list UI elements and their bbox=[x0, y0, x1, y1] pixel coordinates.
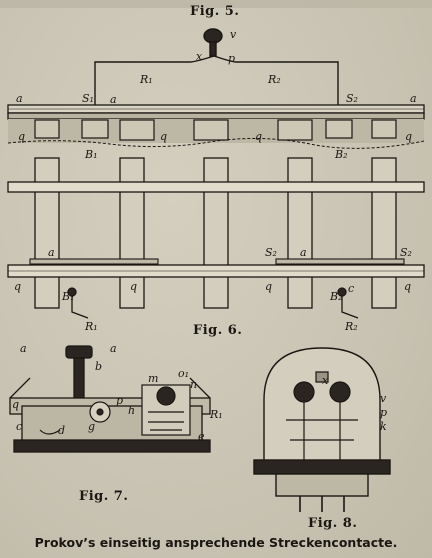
fig8-label-k: k bbox=[380, 420, 387, 433]
fig7-label-c: c bbox=[16, 420, 22, 433]
fig6-label-q-left: q bbox=[14, 280, 21, 293]
fig5-label-s2: S₂ bbox=[346, 92, 358, 105]
fig5-label-b1: B₁ bbox=[84, 148, 98, 161]
fig6-label-q-mid1: q bbox=[130, 280, 137, 293]
fig8-label-x: x bbox=[322, 374, 329, 387]
fig5-label-a-right: a bbox=[410, 92, 417, 105]
fig6-label-q-mid2: q bbox=[265, 280, 272, 293]
fig7-label-q: q bbox=[12, 398, 19, 411]
fig5-label-q-right: q bbox=[405, 130, 412, 143]
fig7-label-h: h bbox=[128, 404, 135, 417]
fig8-label-p: p bbox=[380, 406, 387, 419]
fig8-title: Fig. 8. bbox=[308, 516, 358, 531]
fig7-label-g: g bbox=[88, 420, 95, 433]
fig7-title: Fig. 7. bbox=[79, 489, 129, 504]
bleed-through-top bbox=[0, 0, 432, 8]
fig6-label-s2-right: S₂ bbox=[400, 246, 412, 259]
fig6-label-q-right: q bbox=[404, 280, 411, 293]
fig5-contact-box bbox=[94, 28, 339, 108]
fig5-label-p: p bbox=[228, 52, 235, 65]
fig6-label-a-right: a bbox=[300, 246, 307, 259]
fig5-label-q-mid2: q bbox=[255, 130, 262, 143]
fig6-label-r1: R₁ bbox=[84, 320, 98, 333]
fig7-label-n: n bbox=[190, 378, 197, 391]
fig7-mechanism bbox=[39, 384, 191, 436]
fig7-label-p: p bbox=[116, 394, 123, 407]
fig5-label-a-mid: a bbox=[110, 93, 117, 106]
fig6-label-s2-left: S₂ bbox=[265, 246, 277, 259]
fig7-label-m: m bbox=[148, 372, 158, 385]
fig7-label-e: e bbox=[198, 430, 205, 443]
fig5-label-x: x bbox=[196, 50, 203, 63]
fig7-label-d: d bbox=[58, 424, 65, 437]
fig5-label-v: v bbox=[230, 28, 237, 41]
fig8-contacts bbox=[286, 371, 358, 460]
fig7-label-o1: o₁ bbox=[178, 367, 189, 380]
fig8-label-v: v bbox=[380, 392, 387, 405]
fig5-label-q-left: q bbox=[18, 130, 25, 143]
fig6-label-a-left: a bbox=[48, 246, 55, 259]
fig6-label-r2: R₂ bbox=[344, 320, 358, 333]
fig7-label-r1: R₁ bbox=[209, 408, 223, 421]
fig5-label-r1: R₁ bbox=[139, 73, 153, 86]
fig7-label-a-right: a bbox=[110, 342, 117, 355]
fig5-title: Fig. 5. bbox=[190, 4, 240, 19]
fig7-label-b: b bbox=[95, 360, 102, 373]
fig5-label-q-mid1: q bbox=[160, 130, 167, 143]
fig5-upper-rail bbox=[7, 104, 425, 120]
fig5-label-a-left: a bbox=[16, 92, 23, 105]
plate-caption: Prokov’s einseitig ansprechende Strecken… bbox=[34, 535, 398, 550]
fig5-plan-contact-bars bbox=[29, 258, 405, 265]
fig6-title: Fig. 6. bbox=[193, 323, 243, 338]
fig5-plan-rails bbox=[7, 181, 425, 278]
fig5-label-b2: B₂ bbox=[334, 148, 348, 161]
fig6-wire-leads bbox=[67, 287, 359, 319]
fig7-label-a-left: a bbox=[20, 342, 27, 355]
fig8-dome bbox=[253, 347, 391, 512]
fig5-sleepers bbox=[34, 119, 397, 141]
fig6-label-c: c bbox=[348, 282, 354, 295]
fig5-label-r2: R₂ bbox=[267, 73, 281, 86]
fig5-label-s1: S₁ bbox=[82, 92, 94, 105]
